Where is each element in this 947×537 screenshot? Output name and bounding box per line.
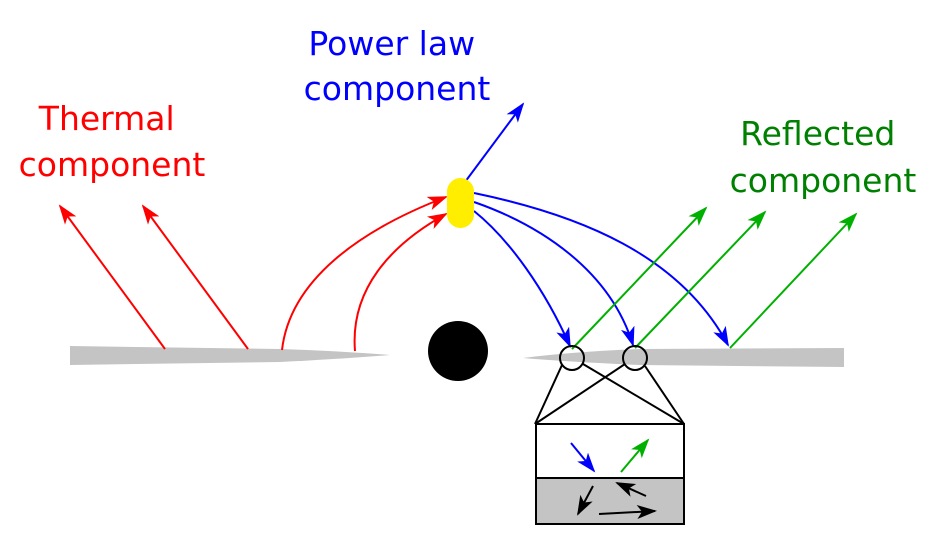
inset-scatter-arrow-1 bbox=[577, 485, 594, 516]
inset-reflected-arrow bbox=[620, 438, 650, 473]
reflected-label: Reflected component bbox=[730, 114, 917, 200]
thermal-arrow-2 bbox=[141, 204, 249, 350]
zoom-connector-3 bbox=[534, 363, 626, 425]
zoom-circle-1 bbox=[559, 345, 585, 371]
power-law-arrow bbox=[464, 102, 525, 183]
corona bbox=[447, 178, 474, 228]
reflected-arrow-1 bbox=[571, 206, 708, 350]
power-law-label: Power law component bbox=[304, 24, 491, 108]
zoom-connector-1 bbox=[534, 364, 563, 425]
inset-scatter-arrow-3 bbox=[598, 504, 657, 519]
thermal-label: Thermal component bbox=[19, 99, 206, 184]
power-law-label-line2: component bbox=[304, 69, 491, 108]
inset-lower-region bbox=[536, 478, 684, 524]
power-law-to-disk-arrow-1 bbox=[473, 210, 571, 348]
power-law-label-line1: Power law bbox=[308, 24, 475, 63]
accretion-disk-left bbox=[70, 346, 390, 365]
reflected-label-line1: Reflected bbox=[740, 114, 895, 153]
inset-incident-arrow bbox=[570, 442, 596, 473]
accretion-disk-right bbox=[523, 348, 844, 367]
inset-scatter-arrow-2 bbox=[615, 482, 647, 497]
power-law-to-disk-arrow-2 bbox=[473, 201, 635, 347]
disk-surface-inset bbox=[535, 423, 685, 525]
black-hole bbox=[428, 321, 488, 381]
power-law-to-disk-arrow-3 bbox=[473, 192, 729, 347]
reflected-label-line2: component bbox=[730, 161, 917, 200]
thermal-label-line2: component bbox=[19, 145, 206, 184]
thermal-arrow-1 bbox=[58, 204, 166, 350]
thermal-to-corona-arrow-2 bbox=[353, 213, 448, 352]
inset-frame bbox=[535, 423, 685, 525]
thermal-label-line1: Thermal bbox=[38, 99, 175, 138]
thermal-to-corona-arrow-1 bbox=[281, 196, 448, 351]
reflected-arrow-3 bbox=[729, 212, 858, 349]
zoom-circle-2 bbox=[622, 345, 648, 371]
zoom-connector-2 bbox=[582, 363, 685, 425]
zoom-connector-4 bbox=[644, 365, 685, 425]
reflected-arrow-2 bbox=[634, 210, 767, 349]
